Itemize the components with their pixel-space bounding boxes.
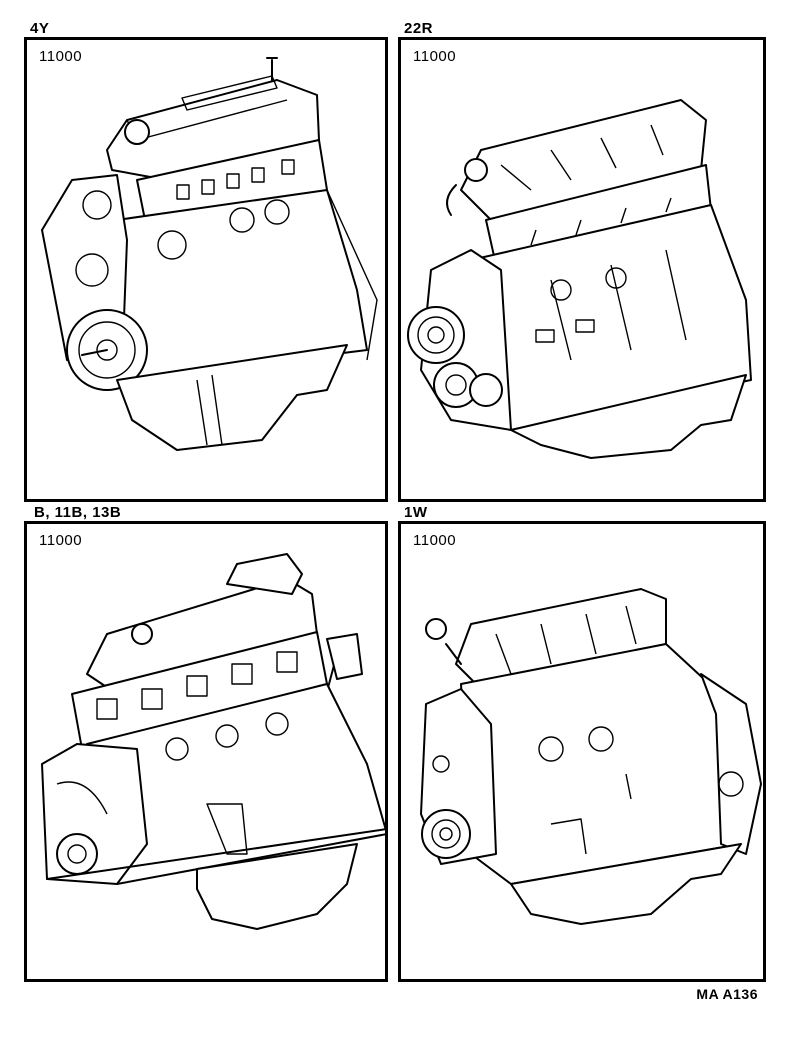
page-code: MA A136 [696,986,758,1002]
panel-1w[interactable]: 11000 [398,521,766,982]
engine-illustration-4y-icon [41,57,378,451]
part-number: 11000 [413,48,457,65]
engine-illustration-1w-icon [420,588,762,925]
engine-illustration-22r-icon [407,99,752,459]
part-number: 11000 [413,532,457,549]
part-number: 11000 [39,48,83,65]
panel-22r[interactable]: 11000 [398,37,766,502]
engine-label-22r: 22R [404,20,434,37]
part-number: 11000 [39,532,83,549]
engine-label-4y: 4Y [30,20,50,37]
engine-illustration-b-11b-13b-icon [41,553,385,930]
engine-label-1w: 1W [404,504,428,521]
panel-4y[interactable]: 11000 [24,37,388,502]
panel-b-11b-13b[interactable]: 11000 [24,521,388,982]
engine-label-b-11b-13b: B, 11B, 13B [34,504,122,521]
